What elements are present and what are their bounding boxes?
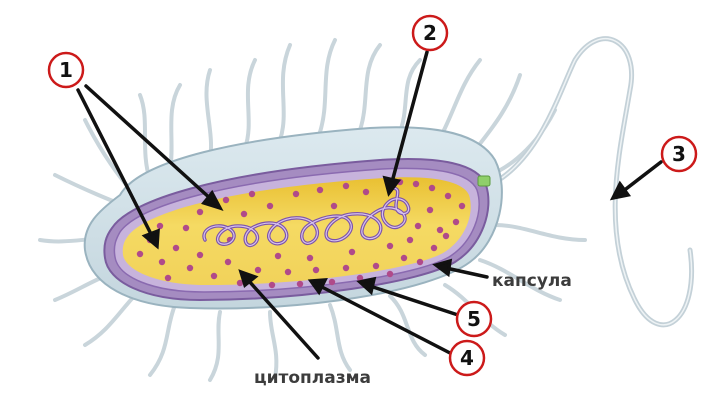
ribosome — [173, 245, 179, 251]
ribosome — [165, 275, 171, 281]
pilus — [170, 85, 180, 170]
marker-3: 3 — [662, 137, 696, 171]
pilus — [150, 305, 175, 375]
ribosome — [313, 267, 319, 273]
pilus — [360, 45, 380, 130]
pilus — [210, 312, 220, 380]
ribosome — [293, 191, 299, 197]
ribosome — [349, 249, 355, 255]
pilus — [245, 60, 255, 148]
arrow-5 — [370, 286, 458, 315]
ribosome — [223, 197, 229, 203]
marker-2: 2 — [413, 16, 447, 50]
marker-5: 5 — [457, 302, 491, 336]
ribosome — [255, 267, 261, 273]
ribosome — [417, 259, 423, 265]
ribosome — [407, 237, 413, 243]
pilus — [475, 75, 520, 150]
ribosome — [211, 273, 217, 279]
pilus — [440, 60, 480, 138]
ribosome — [267, 203, 273, 209]
marker-1-text: 1 — [59, 58, 73, 82]
ribosome — [343, 265, 349, 271]
ribosome — [427, 207, 433, 213]
ribosome — [269, 282, 275, 288]
ribosome — [197, 252, 203, 258]
ribosome — [431, 245, 437, 251]
ribosome — [157, 223, 163, 229]
ribosome — [413, 181, 419, 187]
marker-4-text: 4 — [460, 346, 474, 370]
ribosome — [187, 265, 193, 271]
ribosome — [445, 193, 451, 199]
ribosome — [329, 279, 335, 285]
ribosome — [317, 187, 323, 193]
ribosome — [275, 253, 281, 259]
arrow-3 — [622, 162, 661, 192]
ribosome — [387, 271, 393, 277]
capsule-label: капсула — [492, 271, 572, 291]
marker-2-text: 2 — [423, 21, 437, 45]
ribosome — [459, 203, 465, 209]
ribosome — [437, 227, 443, 233]
ribosome — [137, 251, 143, 257]
marker-3-text: 3 — [672, 142, 686, 166]
ribosome — [159, 259, 165, 265]
ribosome — [343, 183, 349, 189]
marker-1: 1 — [49, 53, 83, 87]
ribosome — [307, 255, 313, 261]
ribosome — [241, 211, 247, 217]
pilus — [495, 225, 585, 240]
ribosome — [443, 233, 449, 239]
ribosome — [249, 191, 255, 197]
ribosome — [297, 281, 303, 287]
marker-4: 4 — [450, 341, 484, 375]
ribosome — [285, 269, 291, 275]
ribosome — [363, 189, 369, 195]
cytoplasm-label: цитоплазма — [254, 368, 371, 388]
ribosome — [415, 223, 421, 229]
ribosome — [225, 259, 231, 265]
ribosome — [373, 263, 379, 269]
mesosome — [478, 176, 490, 186]
ribosome — [197, 209, 203, 215]
ribosome — [401, 255, 407, 261]
ribosome — [387, 243, 393, 249]
pilus — [206, 70, 211, 160]
pilus — [330, 305, 350, 370]
ribosome — [331, 203, 337, 209]
ribosome — [183, 225, 189, 231]
pilus — [320, 40, 335, 132]
marker-5-text: 5 — [467, 307, 481, 331]
ribosome — [429, 185, 435, 191]
ribosome — [453, 219, 459, 225]
pilus — [280, 45, 290, 140]
